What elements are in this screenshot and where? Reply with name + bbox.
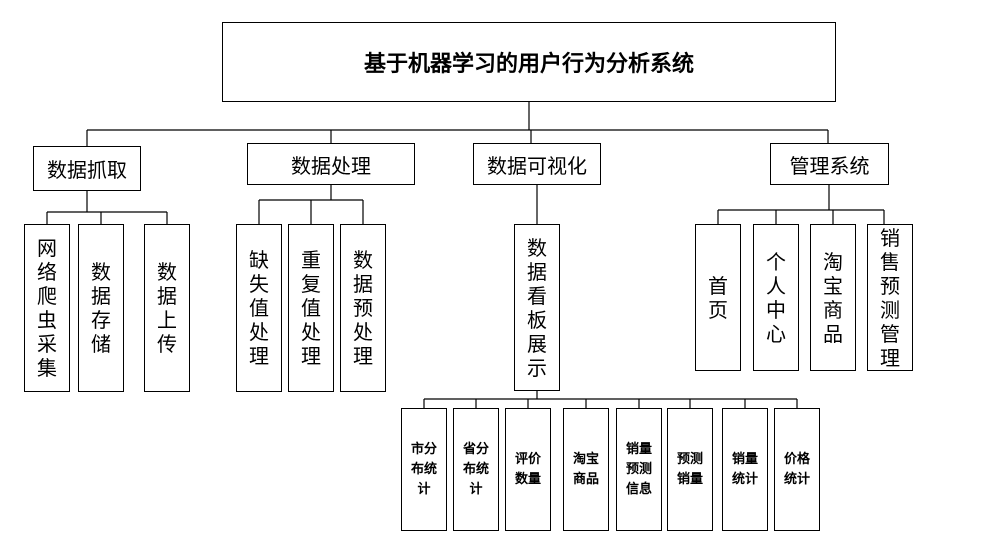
node-taobao-goods-stat: 淘宝商品 bbox=[563, 408, 609, 531]
node-review-count: 评价数量 bbox=[505, 408, 551, 531]
node-data-preprocessing: 数据预处理 bbox=[340, 224, 386, 392]
node-label: 数据存储 bbox=[91, 260, 111, 356]
node-label: 销量预测信息 bbox=[625, 441, 652, 497]
node-taobao-goods: 淘宝商品 bbox=[810, 224, 856, 371]
node-label: 数据处理 bbox=[291, 153, 371, 178]
node-data-processing: 数据处理 bbox=[247, 143, 415, 185]
node-sales-forecast-management: 销售预测管理 bbox=[867, 224, 913, 371]
node-label: 数据预处理 bbox=[353, 248, 373, 368]
node-home: 首页 bbox=[695, 224, 741, 371]
root-node: 基于机器学习的用户行为分析系统 bbox=[222, 22, 836, 102]
node-data-upload: 数据上传 bbox=[144, 224, 190, 392]
node-price-statistics: 价格统计 bbox=[774, 408, 820, 531]
node-sales-forecast-info: 销量预测信息 bbox=[616, 408, 662, 531]
node-data-crawl: 数据抓取 bbox=[33, 146, 141, 191]
node-label: 数据上传 bbox=[157, 260, 177, 356]
node-duplicate-value: 重复值处理 bbox=[288, 224, 334, 392]
node-label: 预测销量 bbox=[676, 451, 703, 487]
node-label: 缺失值处理 bbox=[249, 248, 269, 368]
node-personal-center: 个人中心 bbox=[753, 224, 799, 371]
node-province-distribution: 省分布统计 bbox=[453, 408, 499, 531]
node-data-visualization: 数据可视化 bbox=[473, 143, 601, 185]
node-dashboard-display: 数据看板展示 bbox=[514, 224, 560, 391]
root-label: 基于机器学习的用户行为分析系统 bbox=[363, 52, 694, 77]
node-label: 淘宝商品 bbox=[572, 451, 599, 487]
node-missing-value: 缺失值处理 bbox=[236, 224, 282, 392]
node-sales-statistics: 销量统计 bbox=[722, 408, 768, 531]
node-label: 数据看板展示 bbox=[527, 235, 547, 380]
node-forecast-sales: 预测销量 bbox=[667, 408, 713, 531]
node-label: 数据抓取 bbox=[47, 158, 127, 182]
node-label: 网络爬虫采集 bbox=[37, 236, 57, 380]
node-label: 数据可视化 bbox=[487, 153, 587, 178]
node-label: 个人中心 bbox=[766, 249, 786, 346]
node-management-system: 管理系统 bbox=[770, 143, 889, 185]
node-data-storage: 数据存储 bbox=[78, 224, 124, 392]
node-label: 价格统计 bbox=[783, 451, 810, 487]
node-label: 市分布统计 bbox=[410, 441, 437, 497]
node-label: 首页 bbox=[708, 273, 728, 322]
node-label: 重复值处理 bbox=[301, 248, 321, 368]
node-label: 省分布统计 bbox=[462, 441, 489, 497]
node-label: 评价数量 bbox=[514, 451, 541, 487]
node-label: 淘宝商品 bbox=[823, 249, 843, 346]
node-label: 管理系统 bbox=[789, 153, 870, 178]
node-label: 销量统计 bbox=[731, 451, 758, 487]
node-city-distribution: 市分布统计 bbox=[401, 408, 447, 531]
node-web-crawler: 网络爬虫采集 bbox=[24, 224, 70, 392]
node-label: 销售预测管理 bbox=[880, 225, 900, 370]
